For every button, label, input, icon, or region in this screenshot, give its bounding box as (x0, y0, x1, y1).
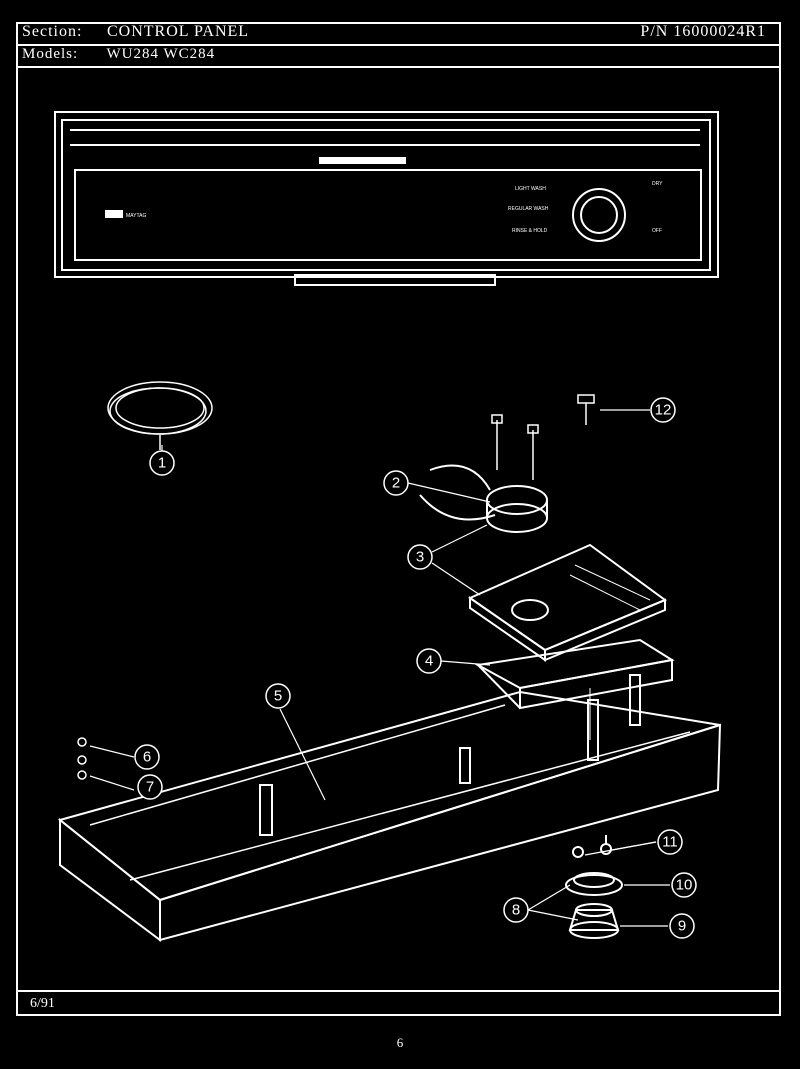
svg-text:7: 7 (146, 779, 154, 796)
callout-11: 11 (657, 829, 683, 855)
callout-3: 3 (407, 544, 433, 570)
callout-12: 12 (650, 397, 676, 423)
svg-text:9: 9 (678, 918, 686, 935)
section-line: Section: CONTROL PANEL (22, 23, 249, 41)
callout-9: 9 (669, 913, 695, 939)
footer-divider (16, 990, 781, 992)
svg-text:12: 12 (655, 402, 672, 419)
brand-label: MAYTAG (126, 213, 146, 219)
section-label: Section: (22, 23, 83, 40)
svg-text:1: 1 (158, 455, 166, 472)
callout-7: 7 (137, 774, 163, 800)
regular-wash-label: REGULAR WASH (508, 206, 549, 212)
knob-assembly (565, 835, 623, 939)
models-line: Models: WU284 WC284 (22, 46, 215, 63)
svg-text:6: 6 (143, 749, 151, 766)
callout-4: 4 (416, 648, 442, 674)
svg-text:8: 8 (512, 902, 520, 919)
callout-10: 10 (671, 872, 697, 898)
models-value: WU284 WC284 (106, 46, 216, 62)
timer-switch (419, 464, 548, 533)
off-label: OFF (652, 228, 662, 234)
page-number: 6 (396, 1035, 404, 1050)
svg-text:5: 5 (274, 688, 282, 705)
control-panel-front: MAYTAG LIGHT WASH REGULAR WASH RINSE & H… (54, 111, 719, 286)
leader-lines (89, 409, 670, 927)
svg-text:3: 3 (416, 549, 424, 566)
mounting-screws (491, 394, 595, 480)
svg-text:2: 2 (392, 475, 400, 492)
page-frame (16, 22, 781, 1016)
header-divider-2 (16, 66, 781, 68)
rinse-hold-label: RINSE & HOLD (512, 228, 548, 234)
callout-6: 6 (134, 744, 160, 770)
dry-label: DRY (652, 181, 663, 187)
mounting-bracket (474, 638, 675, 710)
wire-harness (107, 381, 213, 450)
callout-5: 5 (265, 683, 291, 709)
console-tray (57, 674, 722, 942)
callout-2: 2 (383, 470, 409, 496)
header-divider (16, 44, 781, 46)
control-board (467, 543, 668, 662)
svg-text:4: 4 (425, 653, 433, 670)
svg-text:11: 11 (662, 834, 678, 851)
light-wash-label: LIGHT WASH (515, 186, 546, 192)
revision-date: 6/91 (30, 996, 55, 1011)
section-title: CONTROL PANEL (107, 23, 250, 40)
svg-text:10: 10 (676, 877, 693, 894)
clips-6-7 (77, 737, 87, 780)
models-label: Models: (22, 46, 79, 62)
callout-1: 1 (149, 450, 175, 476)
callout-8: 8 (503, 897, 529, 923)
part-number: P/N 16000024R1 (640, 23, 766, 40)
